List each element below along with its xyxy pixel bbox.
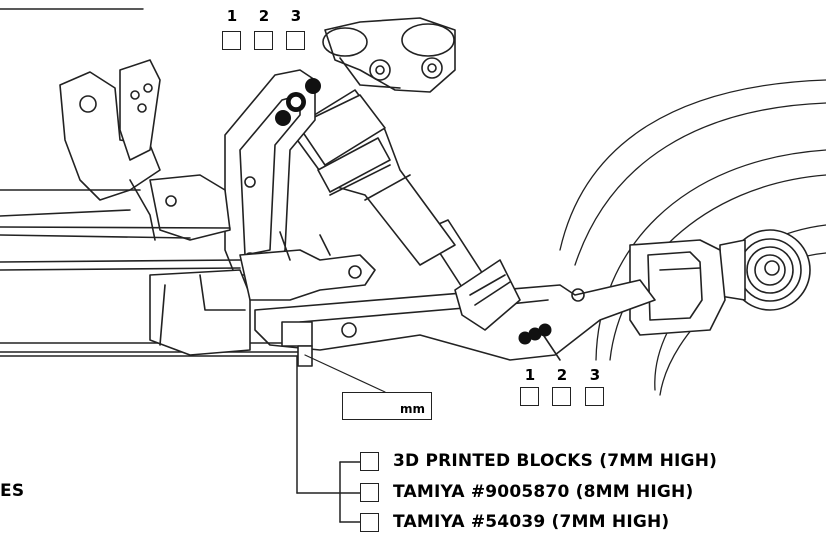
bottom-position-checkbox-2[interactable]: [552, 387, 571, 406]
top-position-number-1: 1: [226, 7, 238, 25]
top-position-checkbox-2[interactable]: [254, 31, 273, 50]
option-bracket: [296, 355, 361, 523]
option-checkbox-tamiya-54039[interactable]: [360, 513, 379, 532]
bottom-position-number-3: 3: [589, 366, 601, 384]
top-position-number-2: 2: [258, 7, 270, 25]
upright: [629, 239, 726, 336]
chassis-rails: [0, 189, 376, 357]
measurement-unit: mm: [399, 402, 425, 416]
left-edge-text: ES: [0, 481, 25, 501]
top-position-number-3: 3: [290, 7, 302, 25]
bottom-position-number-1: 1: [524, 366, 536, 384]
top-bracket: [322, 17, 456, 93]
option-label-tamiya-54039: TAMIYA #54039 (7MM HIGH): [393, 512, 670, 532]
bottom-position-number-2: 2: [556, 366, 568, 384]
mounting-holes: [275, 78, 552, 345]
option-label-printed-blocks: 3D PRINTED BLOCKS (7MM HIGH): [393, 451, 718, 471]
top-position-checkbox-3[interactable]: [286, 31, 305, 50]
wheel-hub: [719, 229, 811, 311]
measurement-box[interactable]: mm: [342, 392, 432, 420]
bulkhead: [59, 59, 231, 241]
measurement-leader: [304, 354, 386, 393]
option-checkbox-tamiya-9005870[interactable]: [360, 483, 379, 502]
top-position-checkbox-1[interactable]: [222, 31, 241, 50]
bottom-position-checkbox-3[interactable]: [585, 387, 604, 406]
spacer-block: [281, 321, 313, 367]
bottom-position-checkbox-1[interactable]: [520, 387, 539, 406]
shock-tower: [224, 69, 316, 276]
shock-body: [289, 89, 456, 266]
option-label-tamiya-9005870: TAMIYA #9005870 (8MM HIGH): [393, 482, 694, 502]
option-checkbox-printed-blocks[interactable]: [360, 452, 379, 471]
